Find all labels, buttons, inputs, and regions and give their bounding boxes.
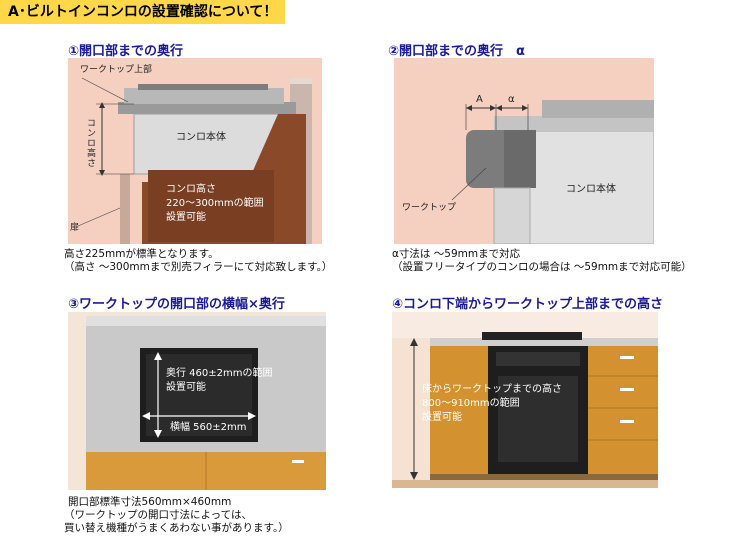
dim-alpha-label: α xyxy=(508,94,515,105)
section-2-illustration: A α ワークトップ コンロ本体 xyxy=(394,58,654,244)
height-label-2: 800～910mmの範囲 xyxy=(422,396,520,409)
depth-label-1: 奥行 460±2mmの範囲 xyxy=(166,366,273,379)
section-2-note-1: α寸法は ～59mmまで対応 xyxy=(392,248,521,260)
dim-a-label: A xyxy=(476,94,483,105)
stove-height-vertical-label: コンロ高さ xyxy=(85,118,96,168)
worktop-top-label: ワークトップ上部 xyxy=(80,63,152,75)
height-label-1: 床からワークトップまでの高さ xyxy=(422,382,562,395)
depth-label-2: 設置可能 xyxy=(166,380,206,393)
range-label-3: 設置可能 xyxy=(166,210,206,223)
door-label: 扉 xyxy=(70,221,79,233)
section-1-note-1: 高さ225mmが標準となります。 xyxy=(64,248,219,260)
section-2-note-2: （設置フリータイプのコンロの場合は ～59mmまで対応可能） xyxy=(392,261,692,273)
section-3-title: ③ワークトップの開口部の横幅×奥行 xyxy=(68,297,285,312)
page-title: A･ビルトインコンロの設置確認について！ xyxy=(0,0,286,24)
section-3-note-3: 買い替え機種がうまくあわない事があります。） xyxy=(64,522,289,534)
range-label-1: コンロ高さ xyxy=(166,182,216,195)
section-3-note-2: （ワークトップの開口寸法によっては、 xyxy=(64,509,252,521)
width-label: 横幅 560±2mm xyxy=(170,420,247,433)
section-1-title: ①開口部までの奥行 xyxy=(68,44,184,59)
section-4-title: ④コンロ下端からワークトップ上部までの高さ xyxy=(392,297,664,312)
stove-body-label: コンロ本体 xyxy=(176,130,226,143)
section-1-illustration: ワークトップ上部 コンロ本体 コンロ高さ 扉 コンロ高さ 220～300mmの範… xyxy=(68,58,322,244)
section-2-title: ②開口部までの奥行 α xyxy=(388,44,525,59)
stove-body-label-2: コンロ本体 xyxy=(566,182,616,195)
section-3-illustration: 奥行 460±2mmの範囲 設置可能 横幅 560±2mm xyxy=(68,312,326,490)
section-3-note-1: 開口部標準寸法560mm×460mm xyxy=(68,496,232,508)
section-1-note-2: （高さ ～300mmまで別売フィラーにて対応致します。） xyxy=(64,261,333,273)
section-4-illustration: 床からワークトップまでの高さ 800～910mmの範囲 設置可能 xyxy=(392,312,658,488)
worktop-label: ワークトップ xyxy=(402,202,456,213)
height-label-3: 設置可能 xyxy=(422,410,462,423)
range-label-2: 220～300mmの範囲 xyxy=(166,196,264,209)
